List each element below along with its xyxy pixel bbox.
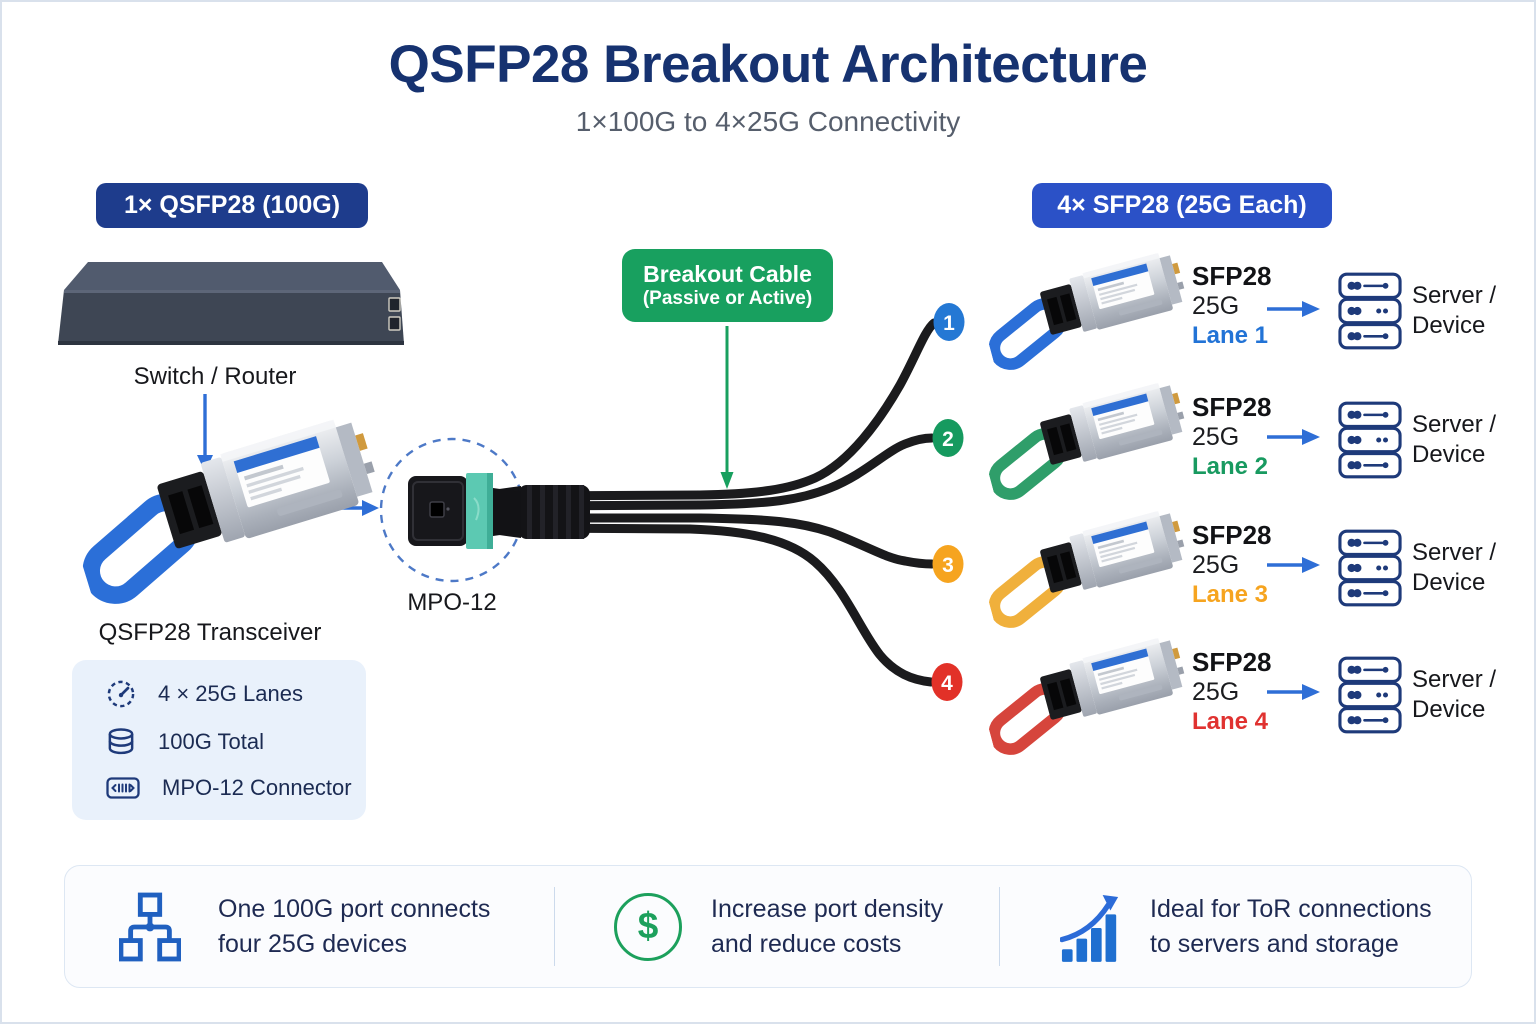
lane2-speed: 25G [1192,423,1240,451]
lane3-model: SFP28 [1192,520,1272,550]
lane4-speed: 25G [1192,678,1240,706]
breakout-cable-badge: Breakout Cable (Passive or Active) [622,249,833,322]
benefits-bar: One 100G port connects four 25G devices … [64,865,1472,988]
mpo-highlight-circle [379,437,525,583]
sfp28-badge: 4× SFP28 (25G Each) [1032,183,1332,228]
server-label-3: Server / Device [1412,539,1497,596]
benefit-topology-text: One 100G port connects four 25G devices [218,894,491,958]
spec-lanes: 4 × 25G Lanes [106,679,366,709]
lane2-info: SFP28 25G Lane 2 [1192,392,1342,481]
spec-connector: MPO-12 Connector [106,775,366,801]
lane4-label: Lane 4 [1192,708,1269,735]
mpo-label: MPO-12 [407,589,497,616]
server-label-1: Server / Device [1412,282,1497,339]
lane2-model: SFP28 [1192,392,1272,422]
benefit-cost-text: Increase port density and reduce costs [711,894,944,958]
lane3-label: Lane 3 [1192,581,1269,608]
transceiver-label: QSFP28 Transceiver [98,619,322,646]
lane-to-server-arrows [1267,301,1320,700]
lane4-info: SFP28 25G Lane 4 [1192,647,1342,736]
lane1-model: SFP28 [1192,261,1272,291]
lane1-speed: 25G [1192,292,1240,320]
lane3-speed: 25G [1192,551,1240,579]
sfp28-transceiver-lane3 [973,489,1196,637]
page-title: QSFP28 Breakout Architecture [388,35,1148,94]
lane-number-1: 1 [943,312,955,335]
benefit-topology: One 100G port connects four 25G devices [65,866,554,987]
specs-panel: 4 × 25G Lanes 100G Total [72,660,366,820]
lane3-info: SFP28 25G Lane 3 [1192,520,1342,609]
server-icon [1338,272,1402,350]
breakout-cable-illustration [515,318,939,687]
lane2-label: Lane 2 [1192,453,1269,480]
lane1-label: Lane 1 [1192,322,1269,349]
qsfp28-badge: 1× QSFP28 (100G) [96,183,368,228]
dollar-icon: $ [614,892,682,961]
cable-boot [492,485,590,539]
qsfp28-transceiver-illustration [55,386,395,618]
breakout-cable-subtitle: (Passive or Active) [642,287,813,309]
spec-total: 100G Total [106,727,366,757]
database-icon [108,728,134,755]
topology-icon [119,892,181,961]
server-icon [1338,656,1402,734]
benefit-cost: $ Increase port density and reduce costs [554,866,999,987]
lane-number-2: 2 [942,428,954,451]
lane-number-3: 3 [942,554,954,577]
gauge-icon [107,680,135,708]
switch-illustration [58,262,404,345]
switch-label: Switch / Router [133,363,297,390]
sfp28-transceiver-lane1 [973,231,1196,379]
spec-total-text: 100G Total [158,729,265,754]
spec-connector-text: MPO-12 Connector [162,775,352,800]
server-icon [1338,401,1402,479]
lane1-info: SFP28 25G Lane 1 [1192,261,1342,350]
benefit-tor-text: Ideal for ToR connections to servers and… [1150,894,1432,958]
connector-icon [106,777,140,799]
breakout-badge-arrow [720,326,734,489]
sfp28-transceiver-lane4 [973,616,1196,764]
growth-icon [1060,894,1119,962]
lane4-model: SFP28 [1192,647,1272,677]
sfp28-transceiver-lane2 [973,361,1196,509]
breakout-cable-title: Breakout Cable [643,261,812,288]
server-label-4: Server / Device [1412,666,1497,723]
spec-lanes-text: 4 × 25G Lanes [158,681,303,706]
server-label-2: Server / Device [1412,411,1497,468]
server-icon [1338,529,1402,607]
lane-number-4: 4 [941,672,953,695]
benefit-tor: Ideal for ToR connections to servers and… [999,866,1469,987]
mpo-connector-illustration [408,473,521,549]
lane-number-badges: 1 2 3 4 [931,303,965,701]
page-subtitle: 1×100G to 4×25G Connectivity [575,106,961,137]
